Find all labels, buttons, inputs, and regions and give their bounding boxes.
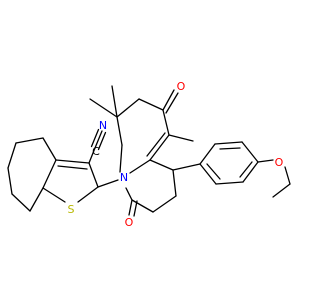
- atom-label-ketone-oxygen: O: [177, 80, 186, 93]
- atom-label-nitrile-c: C: [92, 145, 100, 158]
- bond-lines: [7, 85, 291, 217]
- atom-label-ring-nitrogen: N: [120, 171, 128, 184]
- atom-label-lactam-oxygen: O: [125, 216, 134, 229]
- molecule-structure-canvas: N C S N O O O: [7, 80, 291, 229]
- atom-label-nitrile-n: N: [99, 119, 107, 132]
- atom-label-sulfur: S: [68, 203, 75, 216]
- atom-label-ether-oxygen: O: [275, 156, 284, 169]
- molecule-svg: N C S N O O O: [7, 80, 291, 229]
